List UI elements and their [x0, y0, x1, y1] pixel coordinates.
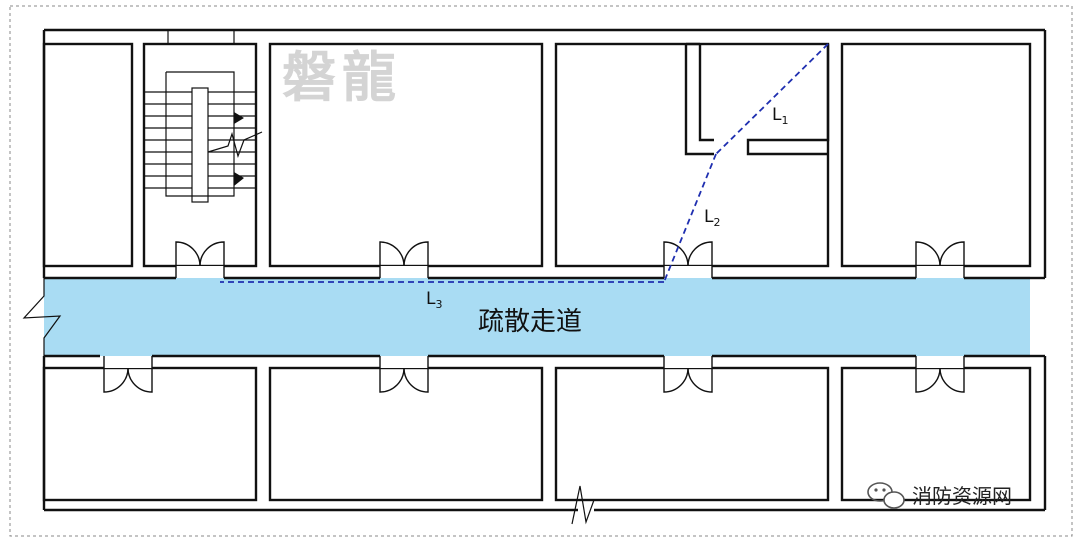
door-swing-icon	[379, 356, 429, 393]
corridor-label: 疏散走道	[478, 307, 582, 337]
route-l3-label: L3	[426, 289, 442, 311]
outer-frame	[9, 5, 1073, 537]
bottom-rooms	[42, 354, 1032, 502]
top-doors	[175, 241, 965, 278]
door-swing-icon	[379, 241, 429, 278]
door-swing-icon	[915, 241, 965, 278]
bottom-break-icon	[571, 485, 595, 525]
break-line-icon	[22, 278, 62, 356]
door-swing-icon	[915, 356, 965, 393]
route-l2-label: L2	[704, 207, 720, 229]
door-swing-icon	[103, 356, 153, 393]
bottom-doors	[103, 356, 965, 393]
wechat-icon	[867, 482, 905, 509]
evacuation-corridor	[44, 278, 1030, 356]
door-swing-icon	[663, 356, 713, 393]
route-l2	[663, 153, 717, 283]
stair-icon	[144, 71, 263, 203]
credit-text: 消防资源网	[912, 484, 1012, 508]
route-l1-label: L1	[772, 105, 788, 127]
door-swing-icon	[663, 241, 713, 278]
door-swing-icon	[175, 241, 225, 278]
watermark-logo: 磐龍	[282, 45, 402, 109]
route-l1	[715, 43, 829, 155]
